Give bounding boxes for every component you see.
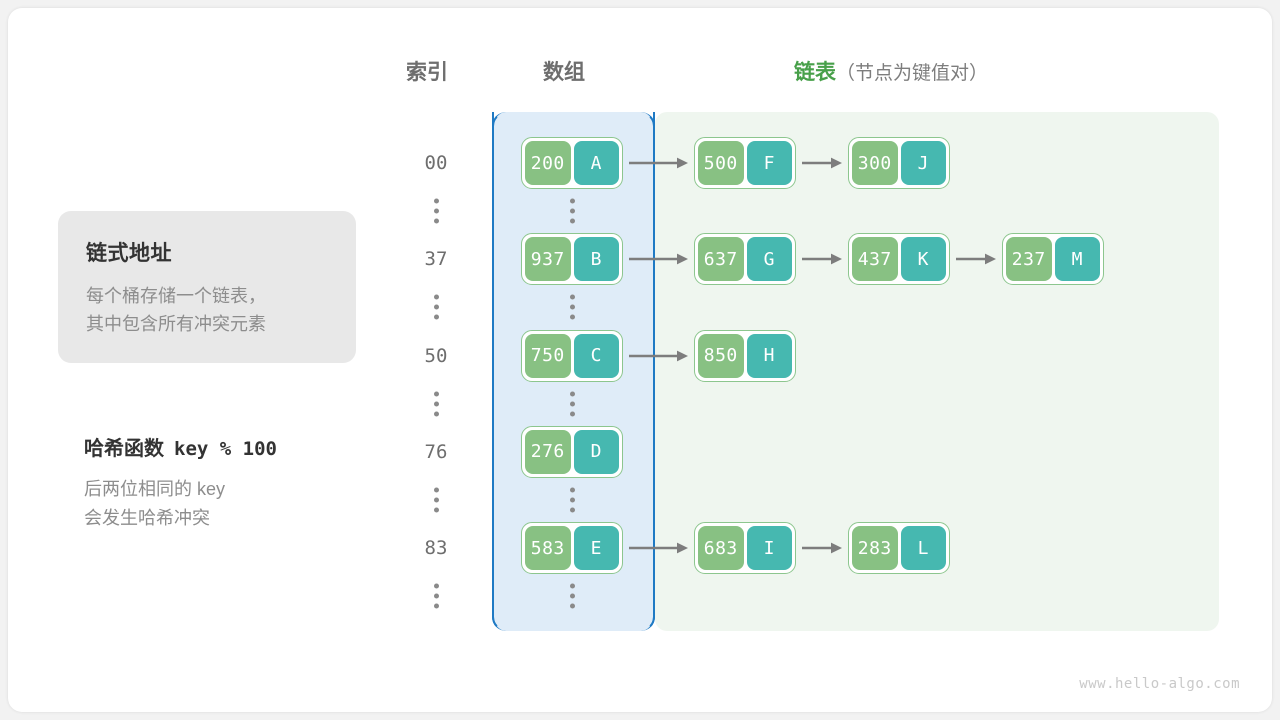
index-ellipsis bbox=[429, 294, 443, 320]
node-key: 683 bbox=[698, 526, 744, 571]
node-value: I bbox=[746, 526, 792, 571]
hash-function-body: 后两位相同的 key 会发生哈希冲突 bbox=[84, 479, 226, 528]
index-ellipsis bbox=[429, 198, 443, 224]
link-arrow bbox=[956, 253, 996, 265]
node-key: 937 bbox=[525, 237, 571, 282]
link-arrow bbox=[629, 157, 688, 169]
node-value: H bbox=[746, 333, 792, 378]
node-key: 200 bbox=[525, 141, 571, 185]
node-key: 276 bbox=[525, 429, 571, 474]
index-label: 37 bbox=[424, 248, 448, 271]
node-key: 750 bbox=[525, 333, 571, 378]
node-key: 637 bbox=[698, 237, 744, 282]
column-header-linkedlist: 链表（节点为键值对） bbox=[794, 56, 988, 86]
node-key: 850 bbox=[698, 333, 744, 378]
node-value: F bbox=[746, 141, 792, 185]
node-key: 437 bbox=[852, 237, 898, 282]
node-key: 237 bbox=[1006, 237, 1052, 282]
node-key: 300 bbox=[852, 141, 898, 185]
index-label: 83 bbox=[424, 537, 448, 560]
index-ellipsis bbox=[429, 487, 443, 513]
index-label: 50 bbox=[424, 344, 448, 367]
node-key: 583 bbox=[525, 526, 571, 571]
node-value: L bbox=[900, 526, 946, 571]
link-arrow bbox=[629, 350, 688, 362]
node-value: D bbox=[573, 429, 619, 474]
hash-function-title: 哈希函数 key % 100 bbox=[84, 432, 384, 461]
array-ellipsis bbox=[565, 294, 579, 320]
index-ellipsis bbox=[429, 583, 443, 609]
node-value: C bbox=[573, 333, 619, 378]
array-ellipsis bbox=[565, 583, 579, 609]
hash-function-title-label: 哈希函数 bbox=[84, 438, 164, 460]
watermark: www.hello-algo.com bbox=[1079, 676, 1240, 692]
index-ellipsis bbox=[429, 391, 443, 417]
node-key: 500 bbox=[698, 141, 744, 185]
index-label: 76 bbox=[424, 440, 448, 463]
column-header-linkedlist-sub: （节点为键值对） bbox=[836, 63, 989, 84]
info-card-title: 链式地址 bbox=[86, 242, 172, 265]
link-arrow bbox=[629, 542, 688, 554]
node-value: K bbox=[900, 237, 946, 282]
info-card-body: 每个桶存储一个链表， 其中包含所有冲突元素 bbox=[86, 286, 266, 334]
node-value: M bbox=[1054, 237, 1100, 282]
column-header-linkedlist-main: 链表 bbox=[794, 61, 836, 84]
node-key: 283 bbox=[852, 526, 898, 571]
hash-function-expression: key % 100 bbox=[174, 438, 277, 460]
hash-function-note: 哈希函数 key % 100 后两位相同的 key 会发生哈希冲突 bbox=[84, 432, 384, 533]
link-arrow bbox=[802, 157, 842, 169]
node-value: J bbox=[900, 141, 946, 185]
node-value: E bbox=[573, 526, 619, 571]
link-arrow bbox=[802, 253, 842, 265]
node-value: G bbox=[746, 237, 792, 282]
info-card-chaining: 链式地址 每个桶存储一个链表， 其中包含所有冲突元素 bbox=[58, 211, 356, 363]
array-ellipsis bbox=[565, 391, 579, 417]
node-value: A bbox=[573, 141, 619, 185]
array-ellipsis bbox=[565, 198, 579, 224]
array-ellipsis bbox=[565, 487, 579, 513]
column-header-index: 索引 bbox=[406, 61, 448, 84]
node-value: B bbox=[573, 237, 619, 282]
column-header-array: 数组 bbox=[543, 61, 585, 84]
index-label: 00 bbox=[424, 152, 448, 174]
link-arrow bbox=[802, 542, 842, 554]
link-arrow bbox=[629, 253, 688, 265]
